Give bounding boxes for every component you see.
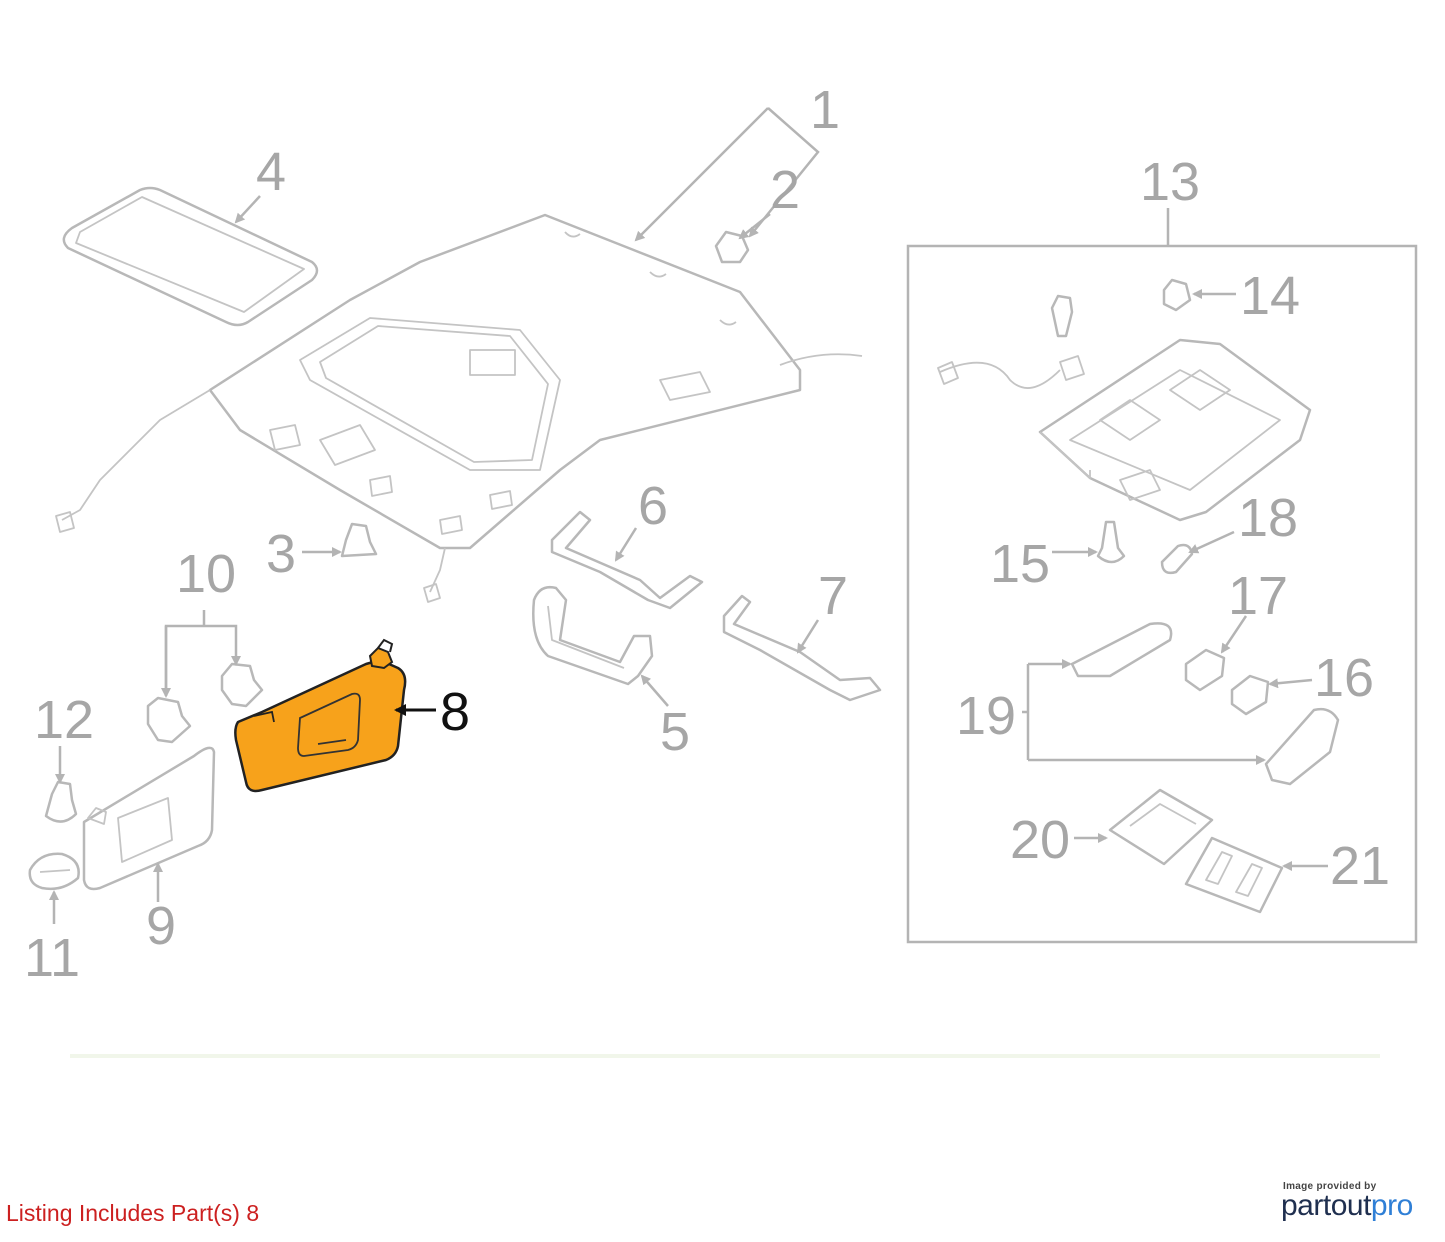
part-5-grab-handle	[532, 586, 654, 686]
callout-2: 2	[770, 160, 800, 220]
callout-11: 11	[24, 928, 80, 988]
callout-4: 4	[256, 142, 286, 202]
callout-13: 13	[1140, 152, 1200, 212]
callout-16: 16	[1314, 648, 1374, 708]
callout-labels: 1 2 3 4 5 6 7 8 9 10 11 12 13 14 15 16 1…	[24, 80, 1390, 988]
callout-12: 12	[34, 690, 94, 750]
part-7-bracket	[722, 594, 882, 702]
callout-5: 5	[660, 702, 690, 762]
callout-10: 10	[176, 544, 236, 604]
part-1-headliner	[55, 213, 863, 603]
callout-9: 9	[146, 896, 176, 956]
leader-lines	[49, 107, 1328, 924]
callout-15: 15	[990, 534, 1050, 594]
part-11-clip	[28, 852, 80, 891]
logo-text-pro: pro	[1370, 1189, 1413, 1222]
callout-21: 21	[1330, 836, 1390, 896]
partoutpro-logo: partoutpro	[1281, 1189, 1413, 1223]
logo-text-partout: partout	[1281, 1189, 1371, 1222]
listing-note: Listing Includes Part(s) 8	[6, 1200, 260, 1226]
callout-17: 17	[1228, 566, 1288, 626]
callout-8: 8	[440, 682, 470, 742]
callout-1: 1	[810, 80, 840, 140]
image-credit-caption: Image provided by	[1283, 1181, 1377, 1192]
part-2-clip	[714, 230, 750, 264]
part-9-sun-visor	[82, 746, 216, 891]
callout-14: 14	[1240, 266, 1300, 326]
callout-3: 3	[266, 524, 296, 584]
part-3-fastener	[340, 522, 378, 558]
part-12-screw	[44, 780, 78, 823]
part-6-bracket	[550, 510, 704, 610]
part-8-sun-visor-highlighted	[234, 638, 407, 793]
callout-19: 19	[956, 686, 1016, 746]
part-4-sunroof-seal	[62, 186, 319, 327]
callout-7: 7	[818, 566, 848, 626]
part-13-overhead-console-box	[906, 244, 1418, 944]
callout-20: 20	[1010, 810, 1070, 870]
callout-6: 6	[638, 476, 668, 536]
callout-18: 18	[1238, 488, 1298, 548]
